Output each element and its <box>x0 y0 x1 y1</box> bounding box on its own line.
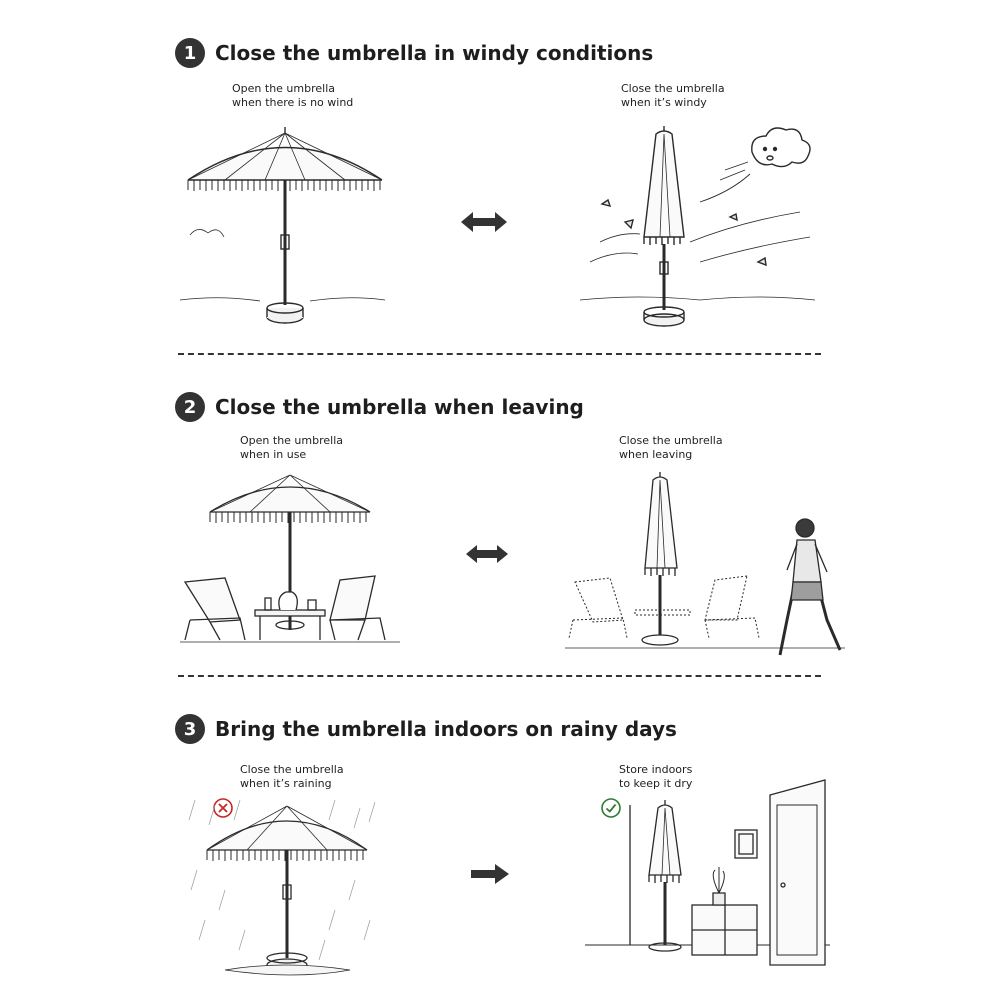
caption-line: Close the umbrella <box>619 434 723 447</box>
section-divider <box>178 353 821 355</box>
caption-line: when in use <box>240 448 307 461</box>
step-3-right-caption: Store indoors to keep it dry <box>619 763 759 791</box>
patio-closed-umbrella-illustration <box>565 472 845 656</box>
patio-open-umbrella-illustration <box>180 474 400 643</box>
double-arrow-icon <box>461 212 507 232</box>
step-2-number: 2 <box>175 392 205 422</box>
caption-line: Close the umbrella <box>621 82 725 95</box>
closed-umbrella-wind-illustration <box>579 126 816 327</box>
step-3-title: Bring the umbrella indoors on rainy days <box>215 717 677 741</box>
step-2-section: 2 Close the umbrella when leaving Open t… <box>175 392 845 677</box>
double-arrow-icon <box>466 545 508 563</box>
caption-line: Open the umbrella <box>240 434 343 447</box>
step-1-title: Close the umbrella in windy conditions <box>215 41 654 65</box>
right-arrow-icon <box>471 864 509 884</box>
step-2-header: 2 Close the umbrella when leaving <box>175 392 584 422</box>
rainy-umbrella-illustration <box>188 799 376 976</box>
step-2-title: Close the umbrella when leaving <box>215 395 584 419</box>
caption-line: Close the umbrella <box>240 763 344 776</box>
step-1-section: 1 Close the umbrella in windy conditions… <box>0 0 1000 360</box>
caption-line: when leaving <box>619 448 693 461</box>
caption-line: when it’s windy <box>621 96 707 109</box>
step-1-left-caption: Open the umbrella when there is no wind <box>232 82 372 110</box>
step-1-right-caption: Close the umbrella when it’s windy <box>621 82 761 110</box>
check-icon <box>601 798 621 818</box>
step-3-left-caption: Close the umbrella when it’s raining <box>240 763 380 791</box>
section-divider <box>178 675 821 677</box>
step-1-number: 1 <box>175 38 205 68</box>
step-2-left-caption: Open the umbrella when in use <box>240 434 380 462</box>
caption-line: Store indoors <box>619 763 693 776</box>
step-2-right-caption: Close the umbrella when leaving <box>619 434 759 462</box>
caption-line: Open the umbrella <box>232 82 335 95</box>
step-3-number: 3 <box>175 714 205 744</box>
caption-line: when there is no wind <box>232 96 354 109</box>
indoor-storage-illustration <box>585 779 830 966</box>
step-3-header: 3 Bring the umbrella indoors on rainy da… <box>175 714 677 744</box>
caption-line: to keep it dry <box>619 777 693 790</box>
open-umbrella-illustration <box>179 127 386 324</box>
step-1-header: 1 Close the umbrella in windy conditions <box>175 38 653 68</box>
caption-line: when it’s raining <box>240 777 332 790</box>
